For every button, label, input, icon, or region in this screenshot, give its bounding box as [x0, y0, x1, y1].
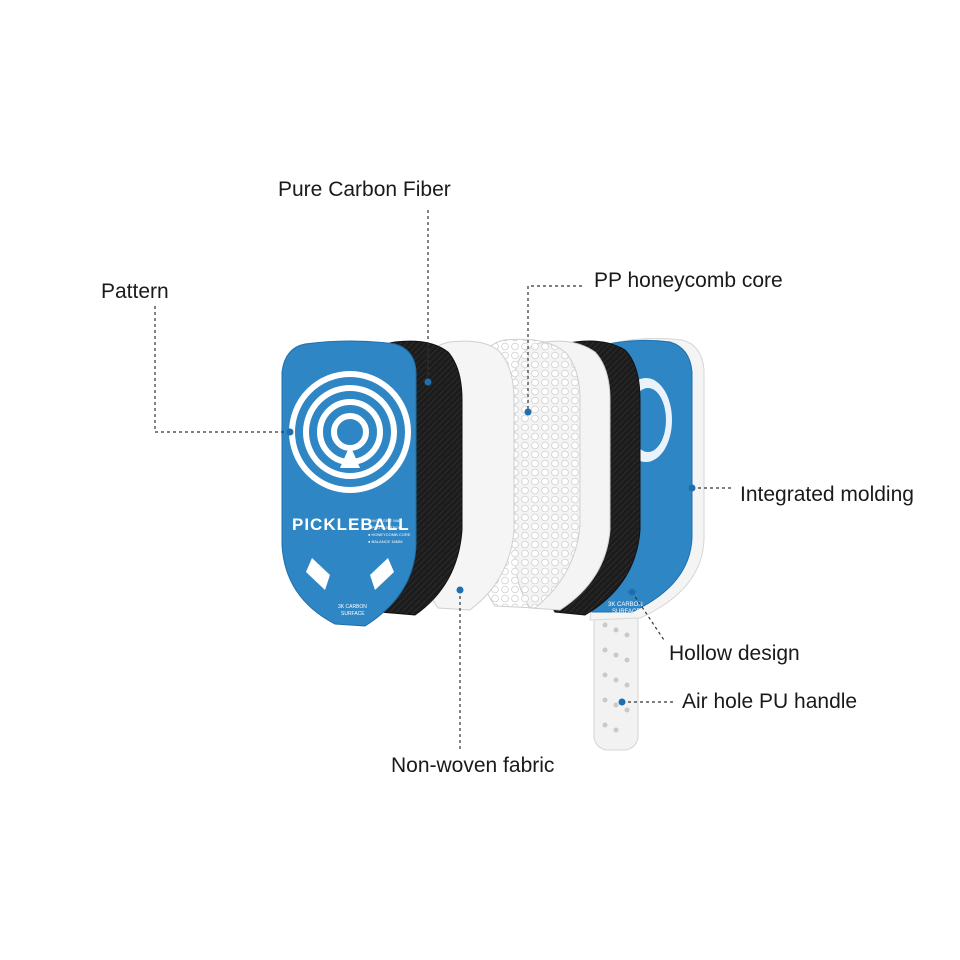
label-non-woven-fabric: Non-woven fabric: [391, 754, 555, 777]
spec-line-2: ● PRO CONTROL: [368, 525, 402, 530]
label-integrated-molding: Integrated molding: [740, 483, 914, 506]
hollow-cutout: [370, 558, 394, 590]
front-paddle-face: PICKLEBALL ● HIGH GRIT MAX ● PRO CONTROL…: [281, 340, 417, 627]
hollow-cutout: [306, 558, 330, 590]
pattern-face: [281, 340, 417, 627]
leader-honeycomb: [527, 285, 582, 412]
leader-hollow: [631, 591, 665, 641]
back-surface-line2: SURFACE: [612, 609, 640, 615]
surface-line2: SURFACE: [341, 611, 365, 617]
label-pu-handle: Air hole PU handle: [682, 690, 858, 713]
spec-line-1: ● HIGH GRIT MAX: [368, 518, 402, 523]
back-surface-line1: 3K CARBON: [608, 602, 643, 608]
callout-dots: [286, 378, 696, 706]
label-carbon-fiber: Pure Carbon Fiber: [278, 178, 451, 201]
handle-grip-holes: [602, 622, 630, 733]
label-honeycomb-core: PP honeycomb core: [594, 269, 783, 292]
spec-line-3: ● HONEYCOMB CORE: [368, 532, 411, 537]
leader-lines: [154, 210, 734, 752]
spec-line-4: ● BALANCE 16MM: [368, 539, 402, 544]
label-hollow-design: Hollow design: [669, 642, 800, 665]
brand-text: PICKLEBALL: [292, 515, 410, 534]
leader-pattern: [154, 306, 290, 433]
label-pattern: Pattern: [101, 280, 169, 303]
surface-line1: 3K CARBON: [338, 604, 367, 610]
